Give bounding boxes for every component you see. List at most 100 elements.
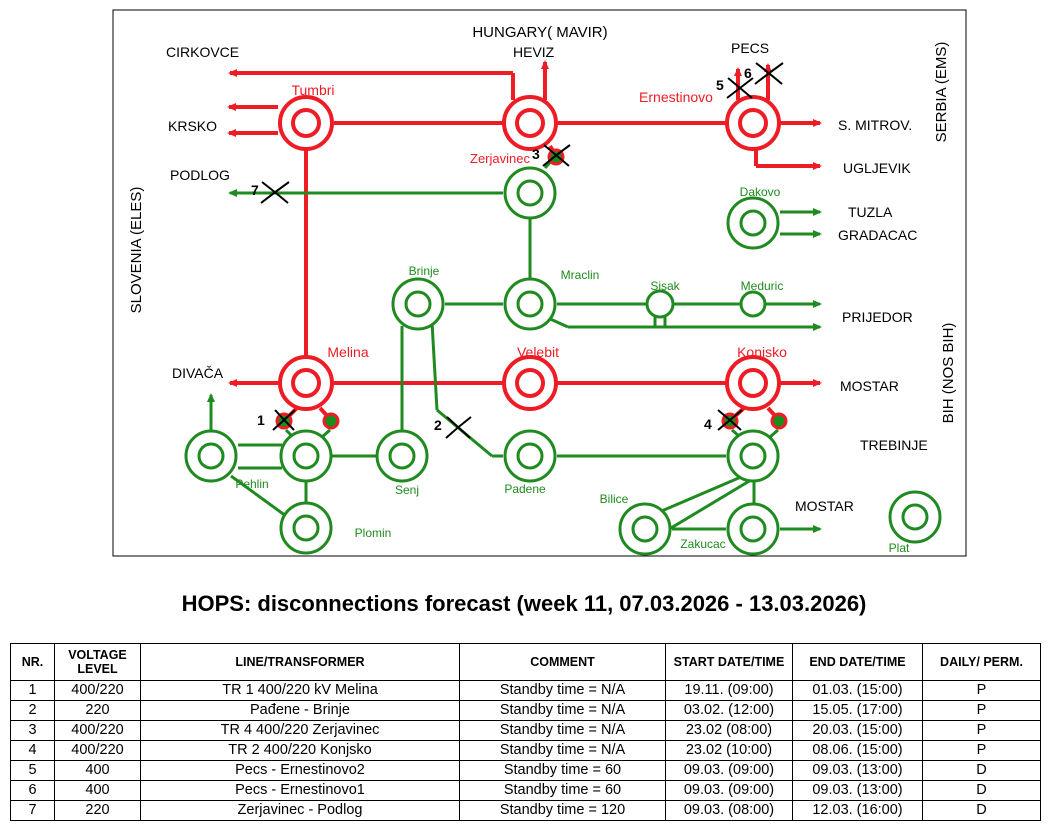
cell-comment: Standby time = N/A bbox=[459, 740, 666, 761]
cell-end: 09.03. (13:00) bbox=[792, 780, 923, 801]
cell-end: 01.03. (15:00) bbox=[792, 680, 923, 701]
cell-voltage: 220 bbox=[54, 700, 141, 721]
label-melina: Melina bbox=[327, 344, 368, 360]
dest-prijedor: PRIJEDOR bbox=[842, 309, 913, 325]
node-zakucac bbox=[726, 502, 780, 556]
table-row: 3 400/220 TR 4 400/220 Zerjavinec Standb… bbox=[10, 720, 1041, 741]
dest-heviz: HEVIZ bbox=[513, 44, 555, 60]
cell-line: Zerjavinec - Podlog bbox=[140, 800, 460, 821]
cell-end: 15.05. (17:00) bbox=[792, 700, 923, 721]
dest-trebinje: TREBINJE bbox=[860, 437, 928, 453]
header-comment: COMMENT bbox=[459, 643, 666, 681]
marker-3: 3 bbox=[532, 146, 540, 162]
marker-5: 5 bbox=[716, 77, 724, 93]
dest-mostar-1: MOSTAR bbox=[840, 378, 899, 394]
marker-7: 7 bbox=[251, 182, 259, 198]
cell-type: P bbox=[922, 720, 1041, 741]
cell-voltage: 400 bbox=[54, 780, 141, 801]
dest-mostar-2: MOSTAR bbox=[795, 498, 854, 514]
cell-comment: Standby time = N/A bbox=[459, 700, 666, 721]
label-konjsko: Konjsko bbox=[737, 344, 787, 360]
cell-start: 19.11. (09:00) bbox=[665, 680, 793, 701]
cell-comment: Standby time = 60 bbox=[459, 760, 666, 781]
cell-nr: 2 bbox=[10, 700, 55, 721]
label-zakucac: Zakucac bbox=[680, 537, 725, 551]
cell-nr: 3 bbox=[10, 720, 55, 741]
cell-comment: Standby time = 120 bbox=[459, 800, 666, 821]
label-velebit: Velebit bbox=[517, 344, 559, 360]
cell-start: 09.03. (09:00) bbox=[665, 780, 793, 801]
label-pehlin: Pehlin bbox=[235, 477, 268, 491]
cell-type: P bbox=[922, 700, 1041, 721]
node-ernestinovo bbox=[725, 95, 781, 151]
disconnection-markers: 1 2 3 4 5 6 7 bbox=[251, 65, 752, 433]
label-ernestinovo: Ernestinovo bbox=[639, 89, 713, 105]
label-meduric: Meduric bbox=[741, 279, 784, 293]
cell-type: D bbox=[922, 760, 1041, 781]
label-tumbri: Tumbri bbox=[291, 82, 334, 98]
marker-2: 2 bbox=[434, 417, 442, 433]
dest-podlog: PODLOG bbox=[170, 167, 230, 183]
label-padene: Padene bbox=[504, 482, 546, 496]
label-mraclin: Mraclin bbox=[561, 268, 600, 282]
lines-400kv bbox=[227, 60, 822, 421]
header-nr: NR. bbox=[10, 643, 55, 681]
cell-comment: Standby time = 60 bbox=[459, 780, 666, 801]
cell-voltage: 220 bbox=[54, 800, 141, 821]
header-daily-perm: DAILY/ PERM. bbox=[922, 643, 1041, 681]
dest-pecs: PECS bbox=[731, 40, 769, 56]
cell-voltage: 400/220 bbox=[54, 680, 141, 701]
header-end-date: END DATE/TIME bbox=[792, 643, 923, 681]
node-brinje bbox=[391, 277, 445, 331]
dest-krsko: KRSKO bbox=[168, 118, 217, 134]
destination-labels: CIRKOVCE KRSKO PODLOG HEVIZ PECS S. MITR… bbox=[166, 40, 928, 514]
cell-nr: 5 bbox=[10, 760, 55, 781]
dest-tuzla: TUZLA bbox=[848, 204, 893, 220]
dest-gradacac: GRADACAC bbox=[838, 227, 917, 243]
border-bih: BIH (NOS BIH) bbox=[940, 323, 957, 424]
cell-type: P bbox=[922, 680, 1041, 701]
table-row: 6 400 Pecs - Ernestinovo1 Standby time =… bbox=[10, 780, 1041, 801]
cell-voltage: 400/220 bbox=[54, 740, 141, 761]
header-start-date: START DATE/TIME bbox=[665, 643, 793, 681]
cell-end: 20.03. (15:00) bbox=[792, 720, 923, 741]
label-plat: Plat bbox=[889, 541, 910, 555]
border-labels: HUNGARY( MAVIR) SERBIA (EMS) SLOVENIA (E… bbox=[128, 24, 957, 423]
node-melina-220 bbox=[279, 429, 333, 483]
node-bilice bbox=[618, 502, 672, 556]
node-velebit bbox=[502, 355, 558, 411]
marker-1: 1 bbox=[257, 412, 265, 428]
node-padene bbox=[503, 429, 557, 483]
header-line-transformer: LINE/TRANSFORMER bbox=[140, 643, 460, 681]
cell-comment: Standby time = N/A bbox=[459, 720, 666, 741]
cell-start: 23.02 (10:00) bbox=[665, 740, 793, 761]
cell-line: TR 1 400/220 kV Melina bbox=[140, 680, 460, 701]
node-meduric bbox=[739, 290, 767, 318]
node-labels: Tumbri Ernestinovo Zerjavinec Dakovo Bri… bbox=[235, 82, 910, 555]
cell-nr: 6 bbox=[10, 780, 55, 801]
dest-ugljevik: UGLJEVIK bbox=[843, 160, 911, 176]
cell-type: P bbox=[922, 740, 1041, 761]
header-voltage-level: VOLTAGE LEVEL bbox=[54, 643, 141, 681]
cell-voltage: 400/220 bbox=[54, 720, 141, 741]
node-zerjavinec bbox=[503, 166, 557, 220]
cell-comment: Standby time = N/A bbox=[459, 680, 666, 701]
cell-nr: 7 bbox=[10, 800, 55, 821]
cell-voltage: 400 bbox=[54, 760, 141, 781]
cell-start: 03.02. (12:00) bbox=[665, 700, 793, 721]
border-hungary: HUNGARY( MAVIR) bbox=[472, 24, 607, 41]
cell-end: 08.06. (15:00) bbox=[792, 740, 923, 761]
node-tumbri bbox=[278, 95, 334, 151]
label-sisak: Sisak bbox=[650, 279, 680, 293]
cell-start: 09.03. (09:00) bbox=[665, 760, 793, 781]
table-header-row: NR. VOLTAGE LEVEL LINE/TRANSFORMER COMME… bbox=[10, 643, 1041, 681]
cell-line: TR 2 400/220 Konjsko bbox=[140, 740, 460, 761]
node-mraclin bbox=[503, 277, 557, 331]
dest-divaca: DIVAČA bbox=[172, 365, 224, 381]
cell-line: TR 4 400/220 Zerjavinec bbox=[140, 720, 460, 741]
node-sisak bbox=[645, 289, 675, 319]
node-plomin bbox=[279, 501, 333, 555]
node-dakovo bbox=[726, 196, 780, 250]
cell-nr: 4 bbox=[10, 740, 55, 761]
node-konjsko bbox=[725, 355, 781, 411]
